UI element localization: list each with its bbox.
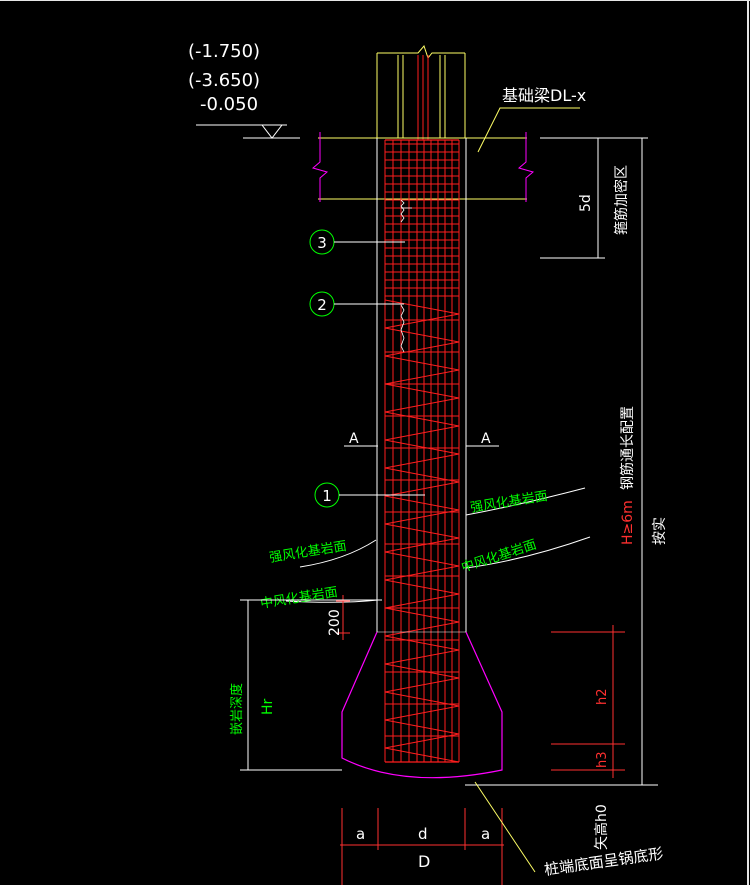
elevation-3: -0.050 (200, 94, 258, 115)
svg-text:A: A (481, 431, 491, 447)
column-rebar (417, 55, 429, 140)
beam-label: 基础梁DL-x (502, 86, 586, 105)
elevation-symbol (196, 124, 300, 139)
marker-3: 3 (309, 229, 405, 255)
dense-zone-dim: 5d (578, 194, 594, 212)
base-dims (340, 808, 504, 885)
spiral-stirrup (384, 355, 460, 371)
spiral-stirrup (384, 439, 460, 455)
spiral-stirrup (384, 621, 460, 637)
foundation-beam (311, 132, 535, 202)
pile-length: H≥6m (620, 500, 636, 545)
dim-a-right: a (481, 825, 490, 843)
spiral-stirrup (384, 369, 460, 385)
spiral-stirrup (384, 341, 460, 357)
spiral-stirrup (384, 607, 460, 623)
h2-label: h2 (595, 688, 610, 705)
spiral-stirrup (384, 383, 460, 399)
pile-length-note: 按实 (652, 517, 668, 545)
spiral-stirrup (384, 397, 460, 413)
spiral-stirrup (384, 663, 460, 679)
spiral-stirrup (384, 481, 460, 497)
rock-curves (285, 487, 591, 603)
h0-label: 矢高h0 (593, 804, 610, 850)
spiral-stirrup (384, 523, 460, 539)
base-note-leader (474, 781, 536, 873)
bell-dims (551, 625, 625, 778)
rebar-full-length: 钢筋通长配置 (619, 406, 636, 490)
spiral-stirrup (384, 537, 460, 553)
marker-2: 2 (309, 291, 404, 317)
marker-1: 1 (314, 482, 425, 508)
svg-text:A: A (349, 431, 359, 447)
hr-label: Hr (260, 698, 276, 715)
rock-medium-left: 中风化基岩面 (259, 585, 338, 612)
spiral-stirrup (384, 313, 460, 329)
spiral-stirrup (384, 299, 460, 315)
hr-dim (240, 599, 382, 771)
rebar-cage (384, 139, 460, 763)
elevation-1: (-1.750) (188, 41, 260, 62)
pile-shaft (376, 138, 467, 632)
rock-strong-right: 强风化基岩面 (469, 489, 548, 516)
spiral-stirrup (384, 495, 460, 511)
section-mark-left: A (344, 431, 378, 447)
spiral-stirrup (384, 411, 460, 427)
svg-text:1: 1 (322, 487, 332, 505)
spiral-stirrup (384, 453, 460, 469)
dim-a-left: a (356, 825, 365, 843)
dim-d: d (418, 825, 428, 843)
spiral-stirrup (384, 747, 460, 763)
elevation-2: (-3.650) (188, 70, 260, 91)
dim-D: D (418, 852, 430, 871)
spiral-stirrup (384, 705, 460, 721)
spiral-stirrup (384, 551, 460, 567)
svg-text:3: 3 (317, 234, 327, 252)
spiral-stirrup (384, 327, 460, 343)
svg-text:2: 2 (317, 296, 327, 314)
rock-strong-left: 强风化基岩面 (268, 539, 347, 566)
embed-depth-label: 嵌岩深度 (229, 683, 245, 735)
column-above (376, 45, 466, 138)
section-mark-right: A (466, 431, 499, 447)
spiral-stirrup (384, 649, 460, 665)
right-dims (465, 137, 658, 786)
embed-200: 200 (327, 609, 343, 636)
spiral-stirrup (384, 677, 460, 693)
pile-bell (341, 631, 503, 779)
spiral-stirrup (384, 579, 460, 595)
h3-label: h3 (595, 751, 610, 768)
beam-leader (477, 107, 580, 153)
embed-dim (336, 595, 350, 640)
spiral-stirrup (384, 635, 460, 651)
dense-zone-label: 箍筋加密区 (613, 165, 630, 235)
spiral-stirrup (384, 425, 460, 441)
spiral-stirrup (384, 719, 460, 735)
marker-tags (400, 199, 412, 353)
spiral-stirrup (384, 593, 460, 609)
spiral-stirrup (384, 565, 460, 581)
